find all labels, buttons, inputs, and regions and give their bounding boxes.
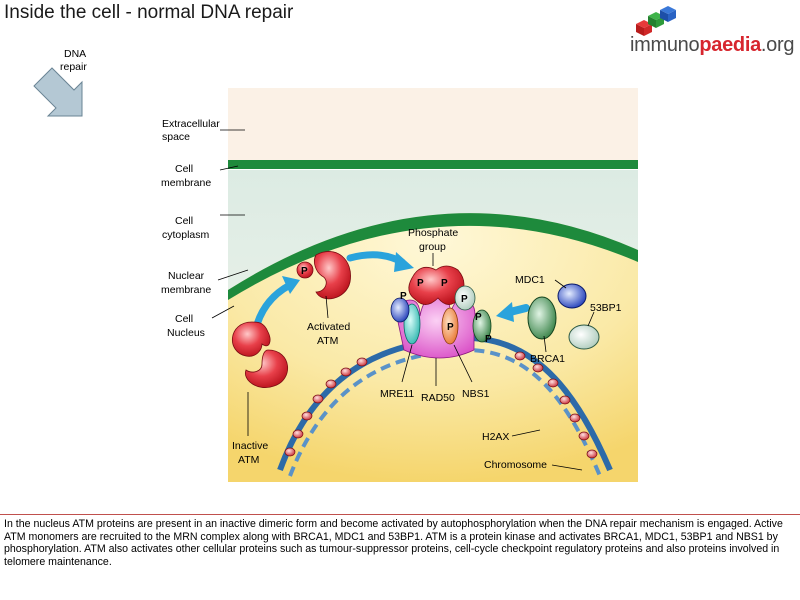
dna-repair-diagram: P P P P P P P P bbox=[33, 48, 638, 482]
colored-cubes-icon bbox=[636, 6, 676, 36]
label-extracellular-2: space bbox=[162, 131, 190, 143]
phosphate-label-mrn-3: P bbox=[441, 278, 448, 289]
phosphate-label-mrn-6: P bbox=[475, 312, 482, 323]
label-mre11: MRE11 bbox=[380, 388, 414, 400]
label-activated-atm-1: Activated bbox=[307, 321, 350, 333]
mrn-complex bbox=[390, 265, 492, 359]
label-dna-repair-2: repair bbox=[60, 61, 87, 73]
side-protein-pale bbox=[454, 285, 476, 311]
label-chromosome: Chromosome bbox=[484, 459, 547, 471]
inactive-atm-dimer bbox=[231, 321, 289, 388]
activation-arrowhead bbox=[282, 276, 300, 294]
logo-text: immunopaedia.org bbox=[630, 34, 794, 57]
activated-atm bbox=[314, 251, 351, 300]
label-inactive-atm-2: ATM bbox=[238, 454, 259, 466]
label-nucleus-2: Nucleus bbox=[167, 327, 205, 339]
label-nuclear-membrane-1: Nuclear bbox=[168, 270, 205, 282]
brca1-protein bbox=[527, 296, 557, 340]
phosphate-label-mrn-2: P bbox=[417, 278, 424, 289]
label-mdc1: MDC1 bbox=[515, 274, 545, 286]
label-brca1: BRCA1 bbox=[530, 353, 565, 365]
caption-text: In the nucleus ATM proteins are present … bbox=[4, 518, 783, 568]
label-phosphate-2: group bbox=[419, 241, 446, 253]
label-phosphate-1: Phosphate bbox=[408, 227, 458, 239]
label-53bp1: 53BP1 bbox=[590, 302, 622, 314]
mdc1-arrowhead bbox=[496, 302, 514, 322]
immunopaedia-logo[interactable]: immunopaedia.org bbox=[630, 6, 798, 64]
leader-lines bbox=[211, 129, 595, 471]
phosphate-label-mrn-5: P bbox=[447, 322, 454, 333]
page-title: Inside the cell - normal DNA repair bbox=[4, 2, 294, 23]
logo-immuno: immuno bbox=[630, 34, 700, 56]
mdc1-protein bbox=[557, 283, 587, 309]
recruitment-arrowhead bbox=[394, 252, 414, 272]
label-h2ax: H2AX bbox=[482, 431, 509, 443]
53bp1-protein bbox=[568, 324, 600, 350]
logo-paedia: paedia bbox=[699, 34, 761, 56]
label-cell-membrane-2: membrane bbox=[161, 177, 211, 189]
h2ax-beads bbox=[284, 351, 598, 459]
label-nbs1: NBS1 bbox=[462, 388, 490, 400]
dna-repair-arrow bbox=[33, 67, 83, 117]
phosphate-label-mrn-4: P bbox=[461, 294, 468, 305]
label-cell-membrane-1: Cell bbox=[175, 163, 193, 175]
label-inactive-atm-1: Inactive bbox=[232, 440, 268, 452]
phosphate-label-mrn-7: P bbox=[485, 334, 492, 345]
caption-divider bbox=[0, 514, 800, 515]
phosphate-label-activated-atm: P bbox=[301, 266, 308, 277]
nuclear-membrane bbox=[228, 213, 638, 300]
nbs1 bbox=[441, 307, 459, 345]
label-cytoplasm-1: Cell bbox=[175, 215, 193, 227]
label-extracellular-1: Extracellular bbox=[162, 118, 220, 130]
label-nucleus-1: Cell bbox=[175, 313, 193, 325]
phosphate-label-mrn-1: P bbox=[400, 291, 407, 302]
label-nuclear-membrane-2: membrane bbox=[161, 284, 211, 296]
side-protein-green bbox=[472, 309, 492, 343]
label-activated-atm-2: ATM bbox=[317, 335, 338, 347]
phosphate-activated-atm bbox=[296, 261, 314, 279]
phosphate-left-blue bbox=[390, 297, 410, 323]
label-cytoplasm-2: cytoplasm bbox=[162, 229, 210, 241]
label-rad50: RAD50 bbox=[421, 392, 455, 404]
label-dna-repair-1: DNA bbox=[64, 48, 86, 60]
extracellular-region bbox=[228, 88, 638, 160]
cell-membrane-band bbox=[228, 160, 638, 169]
logo-org: .org bbox=[760, 34, 795, 56]
